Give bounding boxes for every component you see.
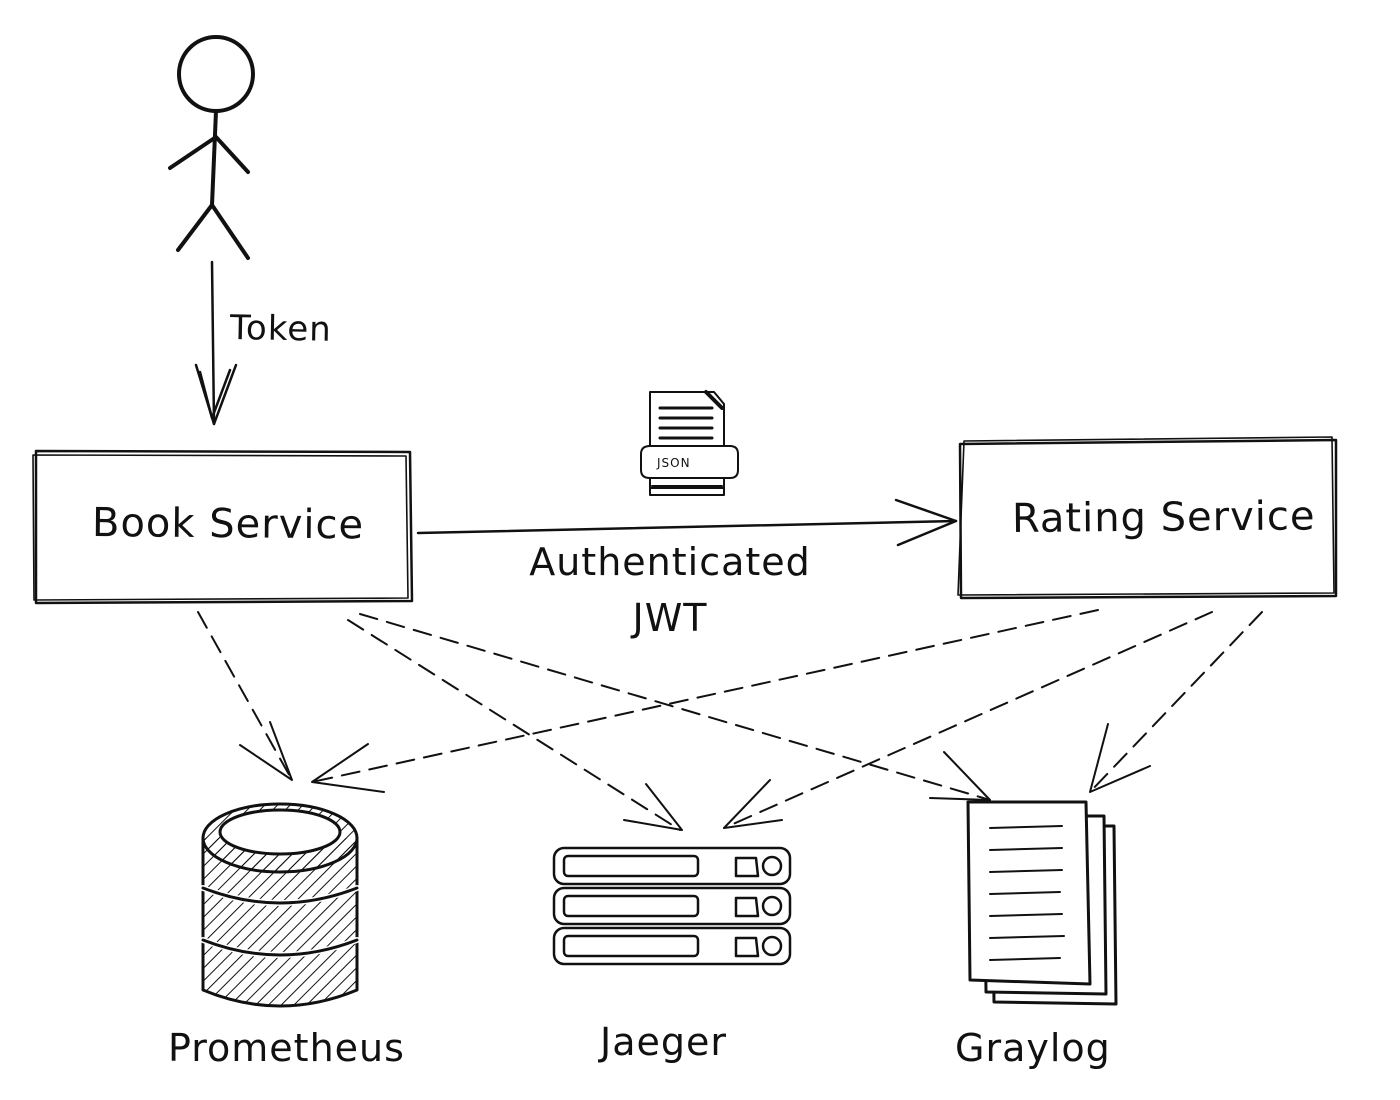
edge-label-line2: JWT bbox=[632, 596, 708, 640]
json-document-icon bbox=[640, 390, 739, 496]
graylog-label: Graylog bbox=[955, 1026, 1111, 1070]
authenticated-jwt-label: Authenticated JWT bbox=[520, 534, 820, 646]
authenticated-jwt-arrow bbox=[416, 498, 958, 547]
book-to-graylog-edge bbox=[359, 613, 991, 801]
edge-label-line1: Authenticated bbox=[529, 540, 811, 584]
document-stack-icon bbox=[966, 800, 1118, 1006]
jaeger-label: Jaeger bbox=[600, 1020, 727, 1064]
rating-service-box bbox=[957, 436, 1338, 600]
book-service-label: Book Service bbox=[91, 500, 365, 549]
server-rack-icon bbox=[552, 846, 792, 966]
database-cylinder-icon bbox=[200, 802, 360, 1008]
rating-to-graylog-arrowhead bbox=[1089, 723, 1151, 793]
token-arrow bbox=[194, 260, 238, 426]
rating-service-label: Rating Service bbox=[1011, 493, 1316, 542]
rating-to-prometheus-edge bbox=[311, 609, 1099, 783]
book-to-prometheus-arrowhead bbox=[239, 721, 293, 781]
book-to-jaeger-arrowhead bbox=[623, 783, 683, 831]
book-service-box bbox=[32, 449, 414, 605]
book-to-prometheus-edge bbox=[197, 611, 293, 781]
stick-figure-icon bbox=[168, 35, 255, 260]
rating-to-jaeger-arrowhead bbox=[723, 779, 783, 829]
token-label: Token bbox=[229, 308, 333, 350]
rating-to-prometheus-arrowhead bbox=[311, 743, 385, 793]
rating-to-graylog-edge bbox=[1089, 611, 1263, 793]
json-tag-label: JSON bbox=[657, 456, 691, 470]
rating-to-jaeger-edge bbox=[723, 611, 1213, 829]
prometheus-label: Prometheus bbox=[168, 1026, 405, 1070]
book-to-graylog-arrowhead bbox=[929, 751, 991, 801]
book-to-jaeger-edge bbox=[347, 619, 681, 831]
